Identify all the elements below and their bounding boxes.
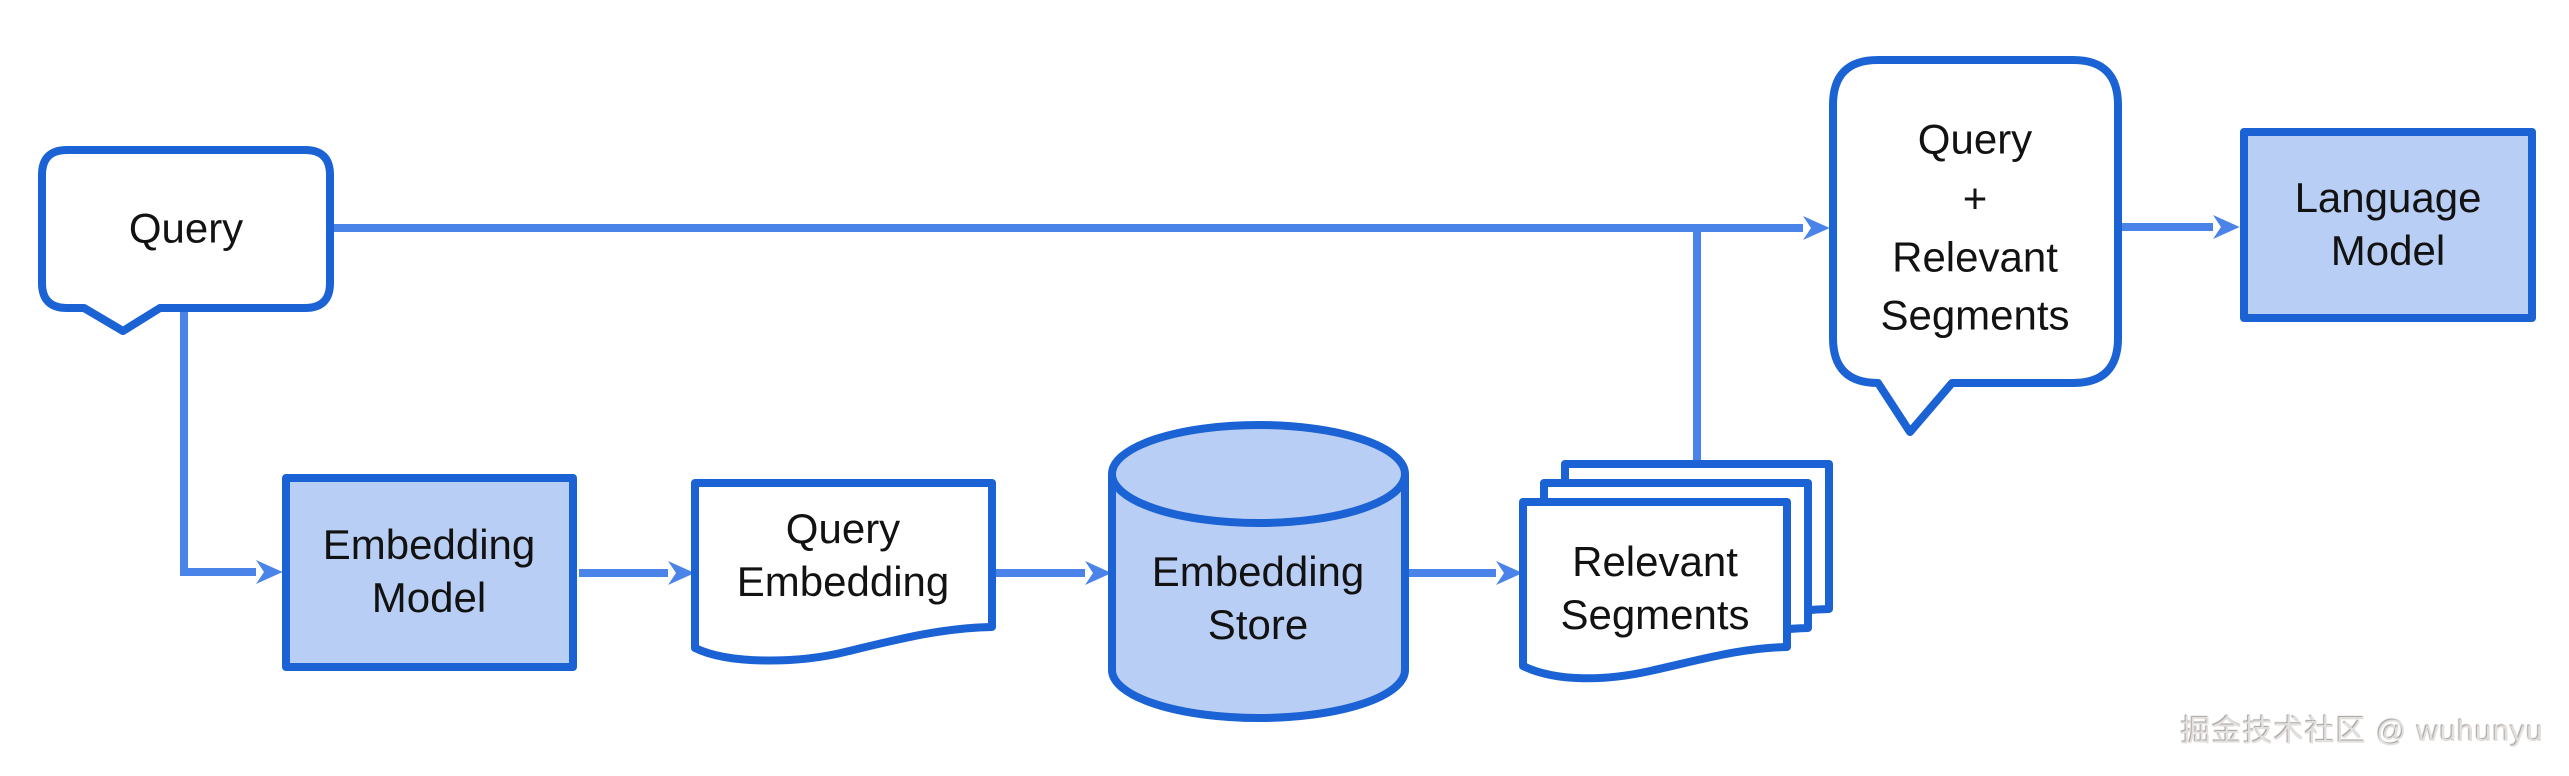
context-speech-bubble <box>1829 56 2122 436</box>
relevant-segments-label: Relevant Segments <box>1560 538 1750 638</box>
language-model-label: Language Model <box>2294 174 2482 274</box>
query-speech-bubble <box>38 146 334 335</box>
connector-query-to-embedding-model <box>180 306 283 584</box>
context-label: Query + Relevant Segments <box>1880 115 2070 339</box>
language-model-box <box>2240 128 2536 322</box>
query-label: Query <box>128 204 244 252</box>
embedding-store-label: Embedding Store <box>1151 548 1365 648</box>
query-embedding-document <box>691 479 996 665</box>
relevant-segments-stack <box>1519 460 1833 683</box>
embedding-store-cylinder-body-fill <box>1112 474 1405 718</box>
relevant-segments-doc-front <box>1519 498 1791 683</box>
embedding-model-label: Embedding Model <box>322 521 536 621</box>
query-embedding-label: Query Embedding <box>736 505 950 605</box>
embedding-store-cylinder-body <box>1108 474 1409 722</box>
embedding-store-cylinder-top <box>1108 421 1409 527</box>
watermark: 掘金技术社区 @ wuhunyu <box>2180 715 2544 748</box>
embedding-model-box <box>282 474 577 671</box>
